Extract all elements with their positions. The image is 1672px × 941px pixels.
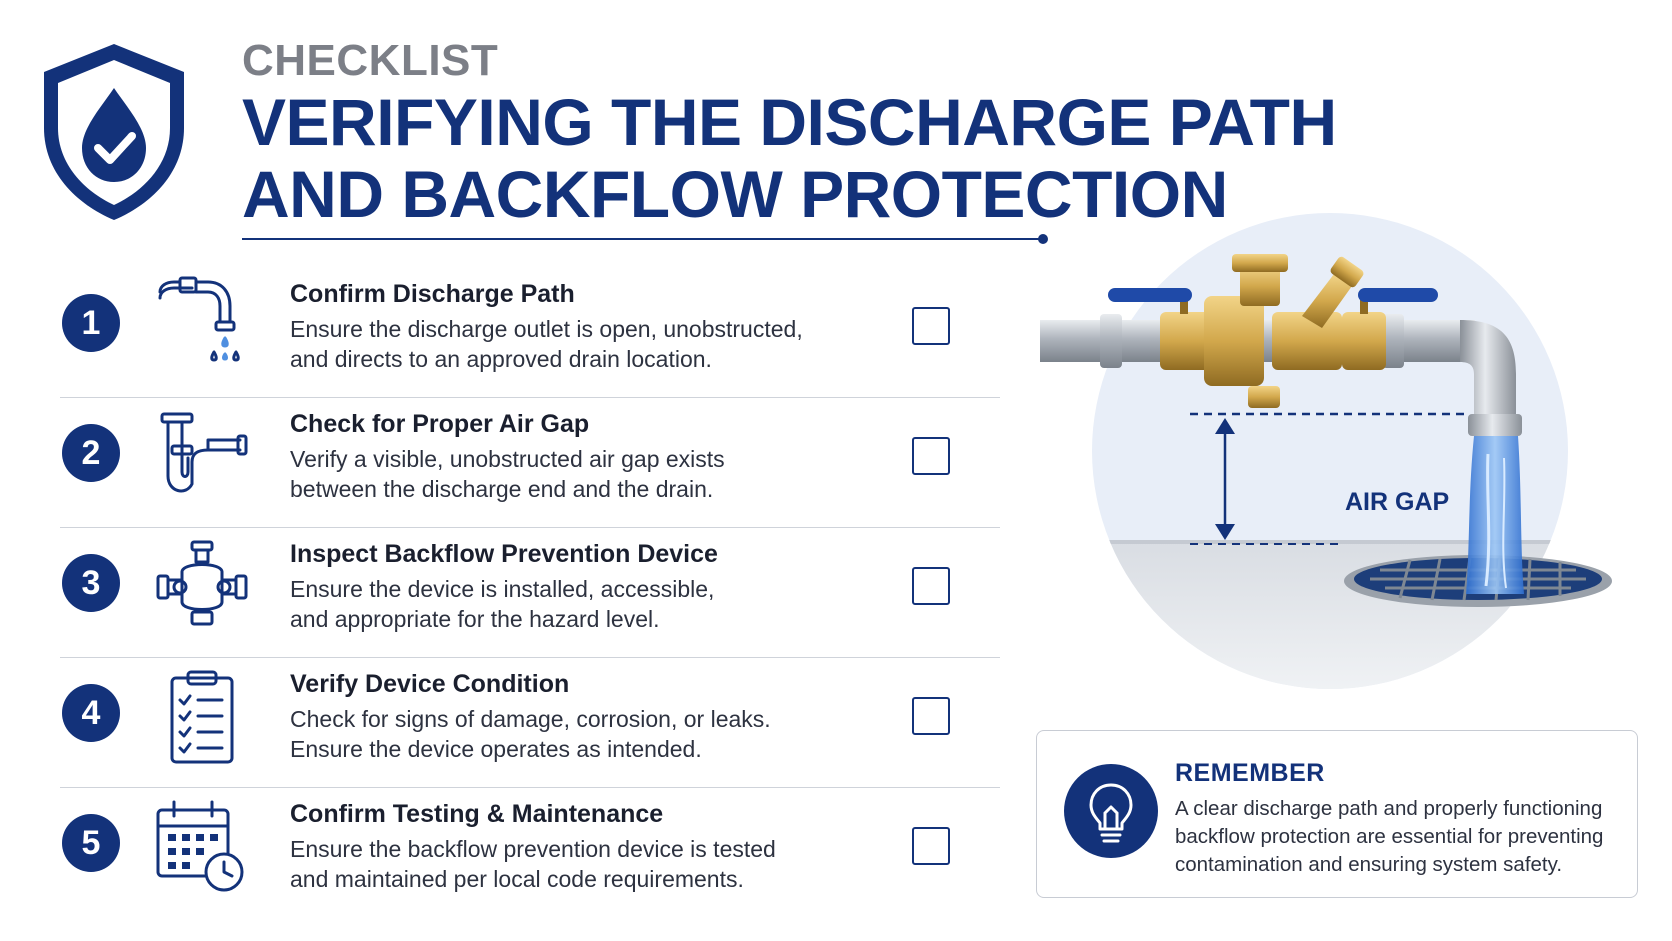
remember-callout: REMEMBER A clear discharge path and prop… bbox=[1036, 730, 1638, 898]
title-divider-dot bbox=[1038, 234, 1048, 244]
checklist-item-5: 5 Confirm Testing & Maintenance Ensure t… bbox=[60, 788, 1000, 917]
checklist: 1 Confirm Discharge Path Ensure the disc… bbox=[60, 268, 1000, 917]
item-description-line-2: and maintained per local code requiremen… bbox=[290, 866, 744, 892]
clipboard-checklist-icon bbox=[170, 670, 234, 764]
step-number-badge: 4 bbox=[62, 684, 120, 742]
item-description: Verify a visible, unobstructed air gap e… bbox=[290, 444, 850, 504]
checklist-eyebrow: CHECKLIST bbox=[242, 36, 499, 85]
backflow-valve-icon bbox=[156, 540, 248, 626]
step-number-badge: 2 bbox=[62, 424, 120, 482]
pipe-trap-icon bbox=[160, 412, 248, 493]
shield-water-drop-check-icon bbox=[44, 44, 184, 220]
remember-line-1: A clear discharge path and properly func… bbox=[1175, 797, 1603, 820]
step-number-badge: 3 bbox=[62, 554, 120, 612]
item-description-line-1: Verify a visible, unobstructed air gap e… bbox=[290, 446, 725, 472]
item-description-line-2: and appropriate for the hazard level. bbox=[290, 606, 660, 632]
item-description: Ensure the discharge outlet is open, uno… bbox=[290, 314, 850, 374]
item-title: Verify Device Condition bbox=[290, 670, 570, 698]
item-description-line-1: Ensure the backflow prevention device is… bbox=[290, 836, 776, 862]
item-title: Check for Proper Air Gap bbox=[290, 410, 590, 438]
checklist-checkbox-3[interactable] bbox=[912, 567, 950, 605]
item-description-line-1: Check for signs of damage, corrosion, or… bbox=[290, 706, 771, 732]
page-title: VERIFYING THE DISCHARGE PATH AND BACKFLO… bbox=[242, 86, 1337, 230]
calendar-clock-icon bbox=[156, 800, 244, 892]
step-number-badge: 5 bbox=[62, 814, 120, 872]
item-description-line-2: Ensure the device operates as intended. bbox=[290, 736, 702, 762]
lightbulb-icon bbox=[1064, 764, 1158, 858]
title-line-2: AND BACKFLOW PROTECTION bbox=[242, 157, 1228, 231]
checklist-checkbox-1[interactable] bbox=[912, 307, 950, 345]
checklist-checkbox-2[interactable] bbox=[912, 437, 950, 475]
checklist-checkbox-5[interactable] bbox=[912, 827, 950, 865]
item-title: Confirm Testing & Maintenance bbox=[290, 800, 664, 828]
item-description: Check for signs of damage, corrosion, or… bbox=[290, 704, 850, 764]
remember-line-3: contamination and ensuring system safety… bbox=[1175, 853, 1563, 876]
item-description: Ensure the device is installed, accessib… bbox=[290, 574, 850, 634]
faucet-drip-icon bbox=[158, 276, 240, 362]
item-title: Inspect Backflow Prevention Device bbox=[290, 540, 718, 568]
step-number-badge: 1 bbox=[62, 294, 120, 352]
item-description-line-2: and directs to an approved drain locatio… bbox=[290, 346, 712, 372]
checklist-item-4: 4 Verify Device Condition Check for sign… bbox=[60, 658, 1000, 788]
item-description-line-1: Ensure the device is installed, accessib… bbox=[290, 576, 715, 602]
checklist-item-3: 3 Inspect Backflow Prevention Device Ens… bbox=[60, 528, 1000, 658]
item-description-line-2: between the discharge end and the drain. bbox=[290, 476, 714, 502]
title-divider bbox=[242, 238, 1042, 240]
remember-line-2: backflow protection are essential for pr… bbox=[1175, 825, 1604, 848]
title-line-1: VERIFYING THE DISCHARGE PATH bbox=[242, 85, 1337, 159]
item-title: Confirm Discharge Path bbox=[290, 280, 575, 308]
item-description: Ensure the backflow prevention device is… bbox=[290, 834, 850, 894]
remember-text: A clear discharge path and properly func… bbox=[1175, 795, 1625, 879]
remember-title: REMEMBER bbox=[1175, 759, 1325, 787]
air-gap-label: AIR GAP bbox=[1345, 488, 1450, 516]
checklist-checkbox-4[interactable] bbox=[912, 697, 950, 735]
backflow-air-gap-illustration bbox=[1040, 213, 1612, 689]
checklist-item-2: 2 Check for Proper Air Gap Verify a visi… bbox=[60, 398, 1000, 528]
item-description-line-1: Ensure the discharge outlet is open, uno… bbox=[290, 316, 803, 342]
checklist-item-1: 1 Confirm Discharge Path Ensure the disc… bbox=[60, 268, 1000, 398]
